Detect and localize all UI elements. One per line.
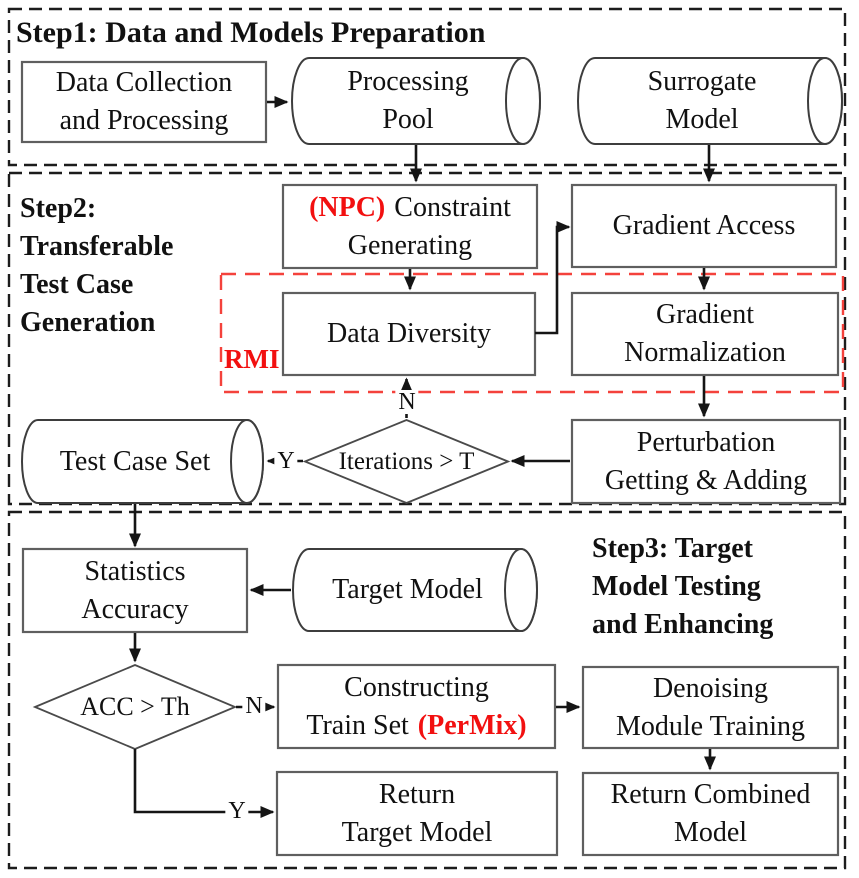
- section-step3-border: [7, 510, 847, 870]
- acc-decision-diamond: [32, 664, 238, 750]
- constructing-train-set-label: Constructing Train Set(PerMix): [278, 665, 555, 748]
- label-line: Target Model: [341, 816, 493, 848]
- target-model-label: Target Model: [293, 549, 522, 631]
- processing-pool-cylinder-cap: [505, 57, 541, 145]
- rmi-module-label: RMI: [224, 344, 280, 374]
- label-line: Data Diversity: [326, 318, 492, 349]
- constructing-train-set-box: [276, 663, 557, 750]
- label-line: Generating: [347, 229, 473, 261]
- step2-title-line: Test Case: [20, 269, 134, 300]
- data-collection-box: [20, 60, 268, 144]
- gradient-access-label: Gradient Access: [572, 185, 836, 267]
- label-line: Constructing: [344, 671, 489, 703]
- label-line: Processing: [347, 66, 469, 97]
- label-line: ACC > Th: [80, 692, 190, 721]
- label-line: Gradient Access: [612, 210, 796, 241]
- label-text: Constraint: [394, 191, 511, 223]
- gradient-access-box: [570, 183, 838, 269]
- label-line: Return Combined: [610, 779, 811, 810]
- iterations-decision-label: Iterations > T: [305, 420, 508, 503]
- label-line: Accuracy: [81, 593, 189, 625]
- return-combined-model-box: [581, 771, 840, 857]
- step1-title: Step1: Data and Models Preparation: [16, 16, 486, 49]
- target-model-cylinder-cap: [504, 548, 538, 632]
- label-line: Module Training: [615, 710, 806, 742]
- data-collection-label: Data Collection and Processing: [22, 62, 266, 142]
- denoising-module-label: Denoising Module Training: [583, 667, 838, 748]
- acc-yes-label: Y: [225, 799, 249, 823]
- section-step2-border: [7, 171, 847, 506]
- label-line: Model: [673, 817, 748, 848]
- label-line: Gradient: [656, 299, 754, 330]
- label-line: Pool: [382, 104, 434, 135]
- step2-title-line: Transferable: [20, 231, 174, 262]
- step2-title: Step2: Transferable Test Case Generation: [20, 190, 173, 342]
- perturbation-box: [570, 418, 842, 505]
- label-line: Test Case Set: [59, 445, 211, 477]
- step2-title-line: Generation: [20, 307, 156, 338]
- step3-title-line: Step3: Target: [592, 533, 753, 564]
- arrow-acc-yes-to-returntarget: [133, 749, 275, 818]
- label-line: Statistics: [84, 555, 186, 587]
- step3-title-line: and Enhancing: [592, 609, 774, 640]
- label-line: Data Collection: [55, 67, 233, 98]
- denoising-module-box: [581, 665, 840, 750]
- permix-tag: (PerMix): [417, 709, 527, 741]
- constraint-generating-box: [281, 183, 539, 270]
- step2-title-line: Step2:: [20, 193, 97, 224]
- processing-pool-label: Processing Pool: [292, 58, 524, 144]
- label-line: Normalization: [624, 337, 786, 368]
- iterations-yes-label: Y: [274, 449, 298, 473]
- label-line: Model: [665, 104, 739, 135]
- gradient-normalization-label: Gradient Normalization: [572, 293, 838, 375]
- data-diversity-box: [281, 291, 537, 377]
- step3-title: Step3: Target Model Testing and Enhancin…: [592, 530, 773, 644]
- constraint-generating-label: (NPC)Constraint Generating: [283, 185, 537, 268]
- acc-decision-label: ACC > Th: [35, 665, 235, 749]
- label-line: Perturbation: [636, 426, 776, 458]
- surrogate-model-label: Surrogate Model: [578, 58, 826, 144]
- surrogate-model-cylinder-cap: [807, 57, 843, 145]
- label-line: Iterations > T: [338, 447, 475, 475]
- perturbation-label: Perturbation Getting & Adding: [572, 420, 840, 503]
- statistics-accuracy-box: [21, 547, 249, 634]
- npc-tag: (NPC): [309, 191, 386, 223]
- section-step1-border: [7, 7, 847, 167]
- step3-title-line: Model Testing: [592, 571, 761, 602]
- gradient-normalization-box: [570, 291, 840, 377]
- label-line: Return: [378, 778, 456, 810]
- test-case-set-label: Test Case Set: [22, 420, 248, 503]
- label-line: Train Set(PerMix): [306, 707, 526, 745]
- label-line: Target Model: [332, 574, 483, 605]
- label-line: Getting & Adding: [604, 464, 808, 496]
- label-line: (NPC)Constraint: [309, 189, 511, 227]
- data-diversity-label: Data Diversity: [283, 293, 535, 375]
- rmi-module-border: [219, 272, 845, 394]
- label-line: and Processing: [59, 105, 229, 136]
- label-text: Train Set: [306, 709, 409, 741]
- test-case-set-cylinder-cap: [230, 419, 264, 504]
- acc-no-label: N: [242, 694, 266, 718]
- arrow-diversity-to-access: [535, 221, 571, 335]
- return-target-model-label: Return Target Model: [277, 772, 557, 855]
- return-combined-model-label: Return Combined Model: [583, 773, 838, 855]
- iterations-no-label: N: [395, 390, 419, 414]
- label-line: Surrogate: [647, 66, 757, 97]
- statistics-accuracy-label: Statistics Accuracy: [23, 549, 247, 632]
- iterations-decision-diamond: [302, 419, 511, 504]
- return-target-model-box: [275, 770, 559, 857]
- label-line: Denoising: [652, 672, 769, 704]
